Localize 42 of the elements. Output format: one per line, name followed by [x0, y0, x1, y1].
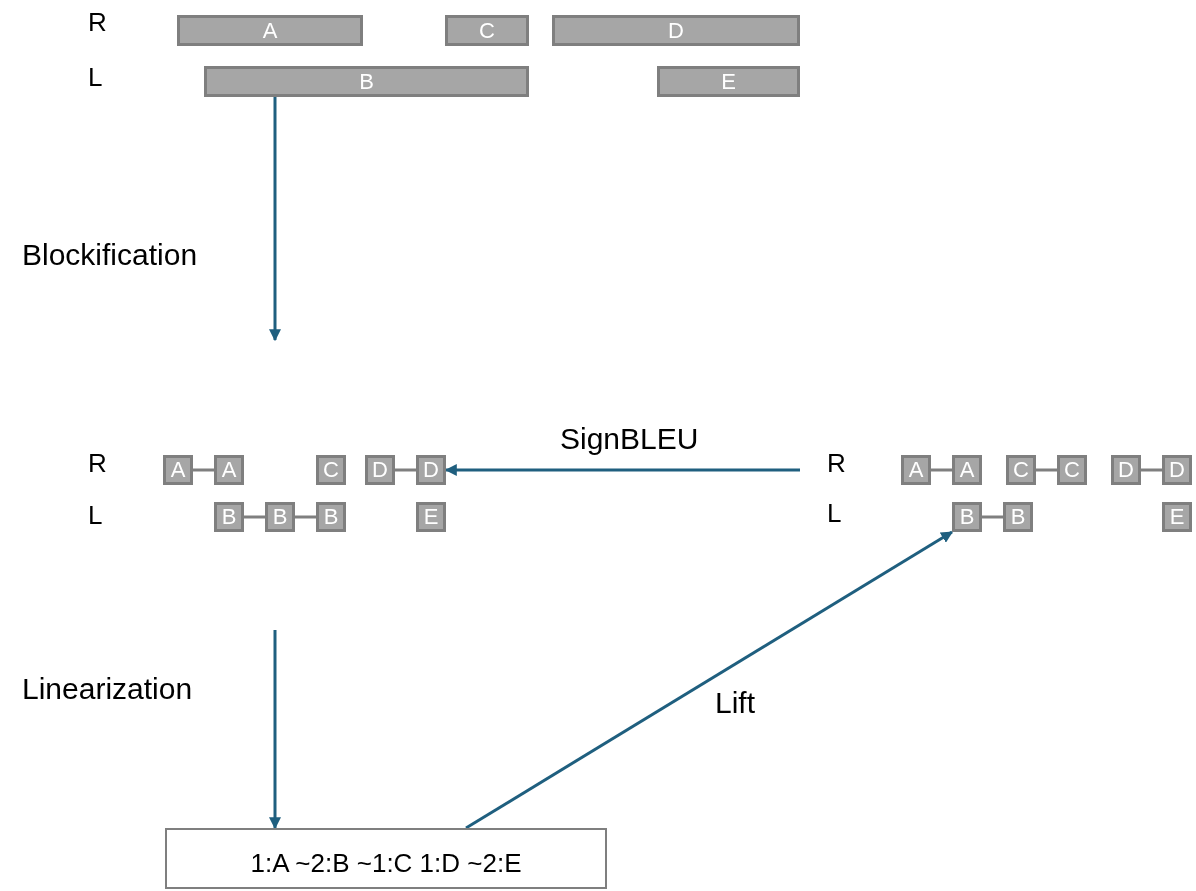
block-square: B	[265, 502, 295, 532]
track-label: R	[88, 447, 107, 480]
arrow	[269, 97, 281, 342]
track-label: L	[88, 499, 103, 532]
timeline-bar: E	[657, 66, 800, 97]
connector-line	[193, 468, 214, 472]
block-square: D	[365, 455, 395, 485]
connector-line	[1141, 468, 1162, 472]
arrow	[444, 464, 800, 476]
block-square: D	[1111, 455, 1141, 485]
block-square: E	[1162, 502, 1192, 532]
track-label: L	[88, 61, 103, 94]
timeline-bar: C	[445, 15, 529, 46]
connector-line	[982, 515, 1003, 519]
arrow	[269, 630, 281, 830]
block-square: C	[316, 455, 346, 485]
block-square: B	[952, 502, 982, 532]
block-square: C	[1006, 455, 1036, 485]
block-square: A	[163, 455, 193, 485]
timeline-bar: A	[177, 15, 363, 46]
block-square: B	[316, 502, 346, 532]
block-square: D	[1162, 455, 1192, 485]
track-label: R	[827, 447, 846, 480]
block-square: A	[214, 455, 244, 485]
connector-line	[244, 515, 265, 519]
block-square: D	[416, 455, 446, 485]
block-square: C	[1057, 455, 1087, 485]
timeline-bar: D	[552, 15, 800, 46]
track-label: L	[827, 497, 842, 530]
arrow	[465, 530, 953, 830]
block-square: B	[1003, 502, 1033, 532]
connector-line	[395, 468, 416, 472]
connector-line	[1036, 468, 1057, 472]
sequence-box: 1:A ~2:B ~1:C 1:D ~2:E	[165, 828, 607, 889]
connector-line	[931, 468, 952, 472]
block-square: A	[952, 455, 982, 485]
connector-line	[295, 515, 316, 519]
block-square: E	[416, 502, 446, 532]
block-square: B	[214, 502, 244, 532]
block-square: A	[901, 455, 931, 485]
track-label: R	[88, 6, 107, 39]
timeline-bar: B	[204, 66, 529, 97]
